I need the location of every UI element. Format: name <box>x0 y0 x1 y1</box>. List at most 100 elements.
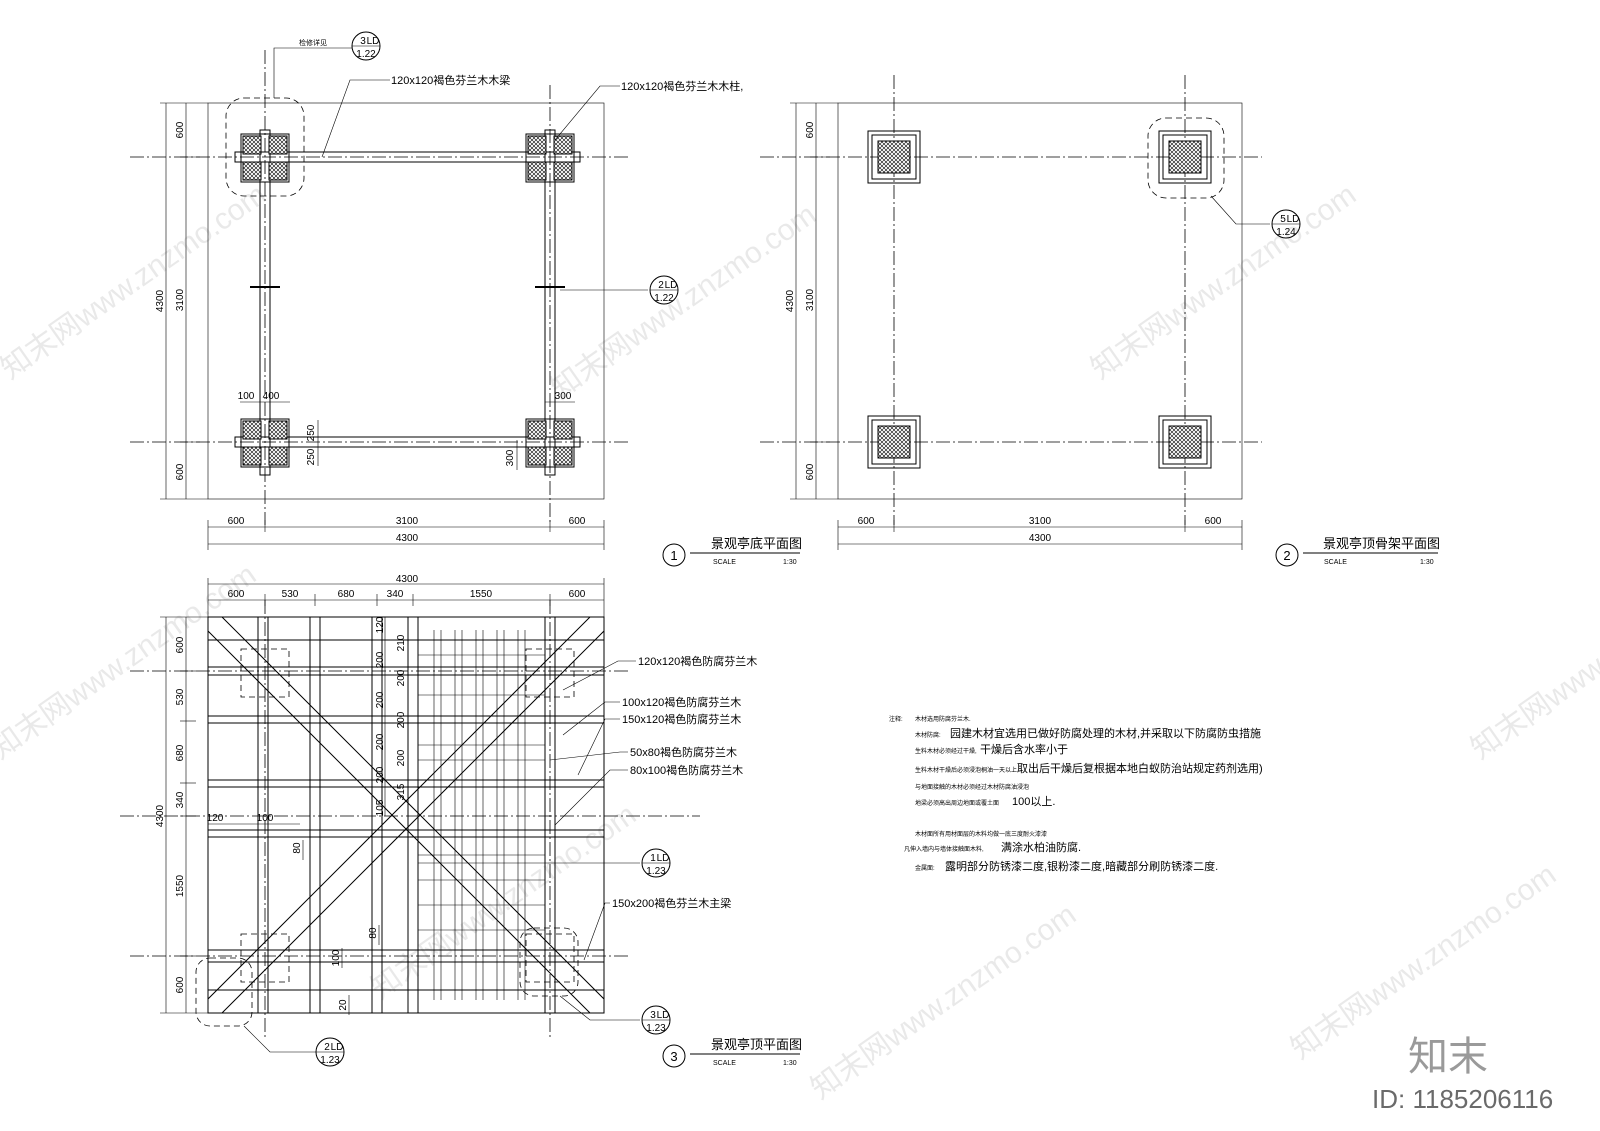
note-row: 木材面所有用材面层的木料均做一底三度耐火漆漆 <box>915 830 1047 838</box>
svg-text:1.22: 1.22 <box>654 293 674 304</box>
dim-inner: 210 <box>396 634 407 651</box>
dim-top-total: 4300 <box>396 574 419 585</box>
dim-left: 600 <box>175 976 186 993</box>
scale-value: 1:30 <box>783 559 797 566</box>
detail-callout: 2 LD 1.22 <box>649 275 679 305</box>
plan-1: 4300 600 3100 600 600 3100 600 4300 100 … <box>130 31 802 567</box>
svg-text:3: 3 <box>650 1010 656 1021</box>
plan-title: 景观亭顶平面图 <box>711 1037 802 1052</box>
dim-edge: 600 <box>228 516 245 527</box>
note-row: 园建木材宜选用已做好防腐处理的木材,并采取以下防腐防虫措施 <box>950 726 1261 740</box>
material-label: 100x120褐色防腐芬兰木 <box>622 695 741 709</box>
dim-inner: 120 <box>375 616 386 633</box>
note-row: 木材防腐: <box>915 731 941 739</box>
plan-title-block: 2 景观亭顶骨架平面图 SCALE 1:30 <box>1275 536 1440 567</box>
dim-80: 80 <box>292 842 303 854</box>
note-row: 取出后干燥后复根据本地白蚁防治站规定药剂选用) <box>1017 761 1263 775</box>
beam-right <box>544 129 556 476</box>
note-row: 金属面: <box>915 864 935 872</box>
dim-inner: 200 <box>375 691 386 708</box>
dim-300: 300 <box>505 449 516 466</box>
note-row: 生料木材干燥后必须浸泡桐油一天以上, <box>915 766 1019 774</box>
detail-callout: 5 LD 1.24 <box>1271 209 1301 239</box>
plan-number: 1 <box>670 548 677 563</box>
dim-mid: 3100 <box>1029 516 1052 527</box>
plan-3: 600 530 680 340 1550 600 4300 600 530 68… <box>120 574 802 1068</box>
detail-callout: 3 LD 1.22 <box>351 31 381 61</box>
note-row: 凡伸入墙内与墙体接触面木料, <box>904 845 984 853</box>
scale-label: SCALE <box>713 559 736 566</box>
dim-edge: 600 <box>175 463 186 480</box>
column-footing <box>240 418 290 468</box>
dim-top: 680 <box>338 589 355 600</box>
dim-total: 4300 <box>785 289 796 312</box>
beam-top <box>234 151 581 163</box>
column-post <box>1158 415 1212 469</box>
beam-label: 120x120褐色芬兰木木梁 <box>391 73 510 87</box>
dim-inner: 200 <box>396 669 407 686</box>
dim-left: 1550 <box>175 874 186 897</box>
plan-title: 景观亭底平面图 <box>711 536 802 551</box>
note-row: 地梁必须高出周边地面或覆土面 <box>915 799 999 807</box>
dim-total: 4300 <box>1029 533 1052 544</box>
svg-text:1: 1 <box>650 853 656 864</box>
beam-left <box>259 129 271 476</box>
dim-80: 80 <box>368 927 379 939</box>
column-footing <box>525 133 575 183</box>
note-row: 木材选用防腐芬兰木. <box>915 715 971 723</box>
svg-text:LD: LD <box>331 1042 344 1053</box>
dim-250: 250 <box>306 448 317 465</box>
note-row: 100以上. <box>1012 795 1055 808</box>
watermark-text: 知末网www.znzmo.com <box>1465 558 1600 766</box>
dim-left: 680 <box>175 744 186 761</box>
dim-mid: 3100 <box>805 288 816 311</box>
column-post <box>867 415 921 469</box>
dim-edge: 600 <box>858 516 875 527</box>
dim-inner: 200 <box>375 651 386 668</box>
dim-100: 100 <box>238 391 255 402</box>
column-label: 120x120褐色芬兰木木柱, <box>621 79 743 93</box>
detail-bubble <box>225 97 305 197</box>
dim-left-total: 4300 <box>155 804 166 827</box>
scale-value: 1:30 <box>1420 559 1434 566</box>
main-beam-diagonal <box>207 616 605 1014</box>
dim-300: 300 <box>555 391 572 402</box>
dim-inner: 200 <box>375 733 386 750</box>
footprint-outline <box>837 102 1243 500</box>
note-row: 干燥后含水率小于 <box>980 742 1068 756</box>
svg-text:1.23: 1.23 <box>646 866 666 877</box>
dim-120: 120 <box>207 813 224 824</box>
dim-inner: 200 <box>375 766 386 783</box>
plan-number: 3 <box>670 1049 677 1064</box>
scale-label: SCALE <box>713 1060 736 1067</box>
brand-logo: 知末 <box>1408 1035 1488 1079</box>
dim-top: 600 <box>228 589 245 600</box>
dim-edge: 600 <box>805 121 816 138</box>
dim-mid: 3100 <box>396 516 419 527</box>
dim-inner: 200 <box>396 711 407 728</box>
notes-block: 注释: 木材选用防腐芬兰木. 木材防腐: 园建木材宜选用已做好防腐处理的木材,并… <box>889 715 1263 873</box>
column-footing <box>525 418 575 468</box>
dim-mid: 3100 <box>175 288 186 311</box>
scale-value: 1:30 <box>783 1060 797 1067</box>
material-label: 150x120褐色防腐芬兰木 <box>622 712 741 726</box>
dim-top: 600 <box>569 589 586 600</box>
note-row: 露明部分防锈漆二度,银粉漆二度,暗藏部分刷防锈漆二度. <box>945 859 1218 873</box>
dim-left: 530 <box>175 688 186 705</box>
column-post <box>867 130 921 184</box>
svg-text:1.22: 1.22 <box>356 49 376 60</box>
column-footing <box>240 133 290 183</box>
detail-callout: 2 LD 1.23 <box>315 1037 345 1067</box>
dim-edge: 600 <box>1205 516 1222 527</box>
callout-note: 检修详见 <box>299 38 327 47</box>
dim-left: 340 <box>175 791 186 808</box>
svg-text:LD: LD <box>1287 214 1300 225</box>
svg-text:1.23: 1.23 <box>646 1023 666 1034</box>
dim-total: 4300 <box>155 289 166 312</box>
brand-block: 知末 ID: 1185206116 <box>1372 1035 1553 1114</box>
dim-left: 600 <box>175 636 186 653</box>
plan-2: 4300 600 3100 600 600 3100 600 4300 5 LD… <box>760 75 1440 567</box>
watermark-text: 知末网www.znzmo.com <box>805 898 1082 1106</box>
watermark-text: 知末网www.znzmo.com <box>545 198 822 406</box>
dim-top: 340 <box>387 589 404 600</box>
